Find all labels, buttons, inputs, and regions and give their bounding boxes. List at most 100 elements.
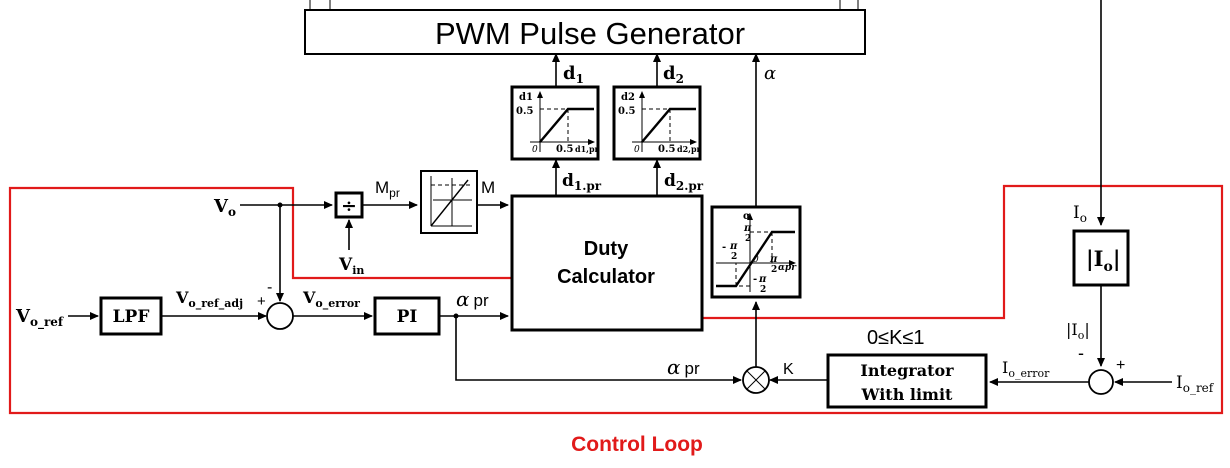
signals-alpha-pr-top: α bbox=[456, 287, 470, 311]
pwm-pulse-generator-block: PWM Pulse Generator bbox=[304, 0, 866, 55]
insets-alpha-plot-two: 2 bbox=[760, 285, 766, 295]
signals-mpr-sub: pr bbox=[389, 186, 400, 200]
d2-limiter-plot: d2 0.5 0 0.5 d2,pr bbox=[612, 85, 702, 161]
insets-alpha-plot-two: 2 bbox=[731, 252, 737, 262]
k-label: K bbox=[783, 361, 794, 378]
io-summing-junction bbox=[1088, 369, 1114, 395]
insets-alpha-plot-pi2: π bbox=[729, 241, 738, 252]
signals-d1-sub: 1 bbox=[576, 72, 584, 86]
vo-error-label: Vo_error bbox=[302, 288, 360, 311]
signals-io-ref: I bbox=[1176, 373, 1183, 393]
insets-alpha-plot-two: 2 bbox=[771, 265, 777, 275]
insets-d1-plot-y-label: d1 bbox=[519, 92, 533, 103]
io-sum-minus-sign: - bbox=[1078, 343, 1084, 363]
pwm-label: PWM Pulse Generator bbox=[435, 16, 745, 51]
insets-d2-plot-y-tick: 0.5 bbox=[618, 106, 635, 117]
signals-io-abs: |I bbox=[1066, 320, 1078, 339]
m-limiter-plot bbox=[420, 170, 478, 234]
blocks-abs-io-sub: o bbox=[1103, 259, 1112, 275]
signals-io-ref-sub: o_ref bbox=[1183, 381, 1215, 395]
lpf-block: LPF bbox=[99, 296, 163, 336]
blocks-integ-line2: With limit bbox=[861, 385, 954, 404]
signals-mpr: M bbox=[375, 178, 389, 197]
signals-d2: d bbox=[663, 63, 676, 84]
signals-vin-sub: in bbox=[352, 264, 364, 277]
vo-ref-label: Vo_ref bbox=[15, 306, 64, 330]
multiplier-junction bbox=[742, 366, 770, 394]
signals-alpha-pr-top-sub: pr bbox=[474, 291, 489, 310]
signals-io-abs-sub: o bbox=[1078, 329, 1085, 342]
insets-alpha-plot-neg-pi2: - bbox=[753, 274, 757, 285]
pi-block: PI bbox=[373, 296, 441, 336]
alpha-limiter-plot: α π 2 - π 2 0 π 2 αpr - π 2 bbox=[710, 205, 802, 299]
signals-vin: V bbox=[338, 255, 353, 275]
svg-text:|Io|: |Io| bbox=[1086, 246, 1120, 275]
m-label: M bbox=[481, 178, 495, 197]
signals-vo-ref-sub: o_ref bbox=[30, 315, 64, 330]
signals-vo-ref-adj: V bbox=[175, 288, 189, 307]
insets-alpha-plot-pi2: π bbox=[769, 254, 778, 265]
insets-alpha-plot-pi2: π bbox=[758, 274, 767, 285]
io-label: Io bbox=[1073, 203, 1087, 225]
insets-d1-plot-x-label: d1,pr bbox=[575, 144, 600, 154]
signals-io: I bbox=[1073, 203, 1080, 223]
mpr-label: Mpr bbox=[375, 178, 400, 200]
d1pr-label: d1.pr bbox=[562, 171, 602, 193]
d2pr-label: d2.pr bbox=[664, 171, 704, 193]
vo-ref-adj-label: Vo_ref_adj bbox=[175, 288, 243, 311]
insets-d2-plot-x-label: d2,pr bbox=[677, 144, 702, 154]
insets-alpha-plot-neg-pi2: - bbox=[722, 242, 726, 253]
blocks-duty-line2: Calculator bbox=[557, 266, 655, 288]
signals-vo-error-sub: o_error bbox=[315, 297, 360, 311]
io-ref-label: Io_ref bbox=[1176, 373, 1215, 395]
alpha-pr-to-mult-wire bbox=[455, 316, 742, 384]
vo-summing-junction bbox=[266, 302, 294, 330]
signals-d2pr-sub: 2.pr bbox=[676, 179, 704, 193]
integrator-with-limit-block: Integrator With limit bbox=[826, 353, 988, 409]
vin-label: Vin bbox=[338, 255, 364, 277]
insets-d2-plot-origin: 0 bbox=[634, 145, 640, 155]
io-sum-plus-sign: + bbox=[1116, 357, 1125, 374]
insets-alpha-plot-origin: 0 bbox=[753, 255, 759, 265]
blocks-abs-io: |I bbox=[1086, 246, 1103, 271]
insets-d1-plot-y-tick: 0.5 bbox=[516, 106, 533, 117]
control-loop-boundary bbox=[8, 184, 1224, 415]
insets-alpha-plot-two: 2 bbox=[745, 234, 751, 244]
vo-sum-minus-sign: - bbox=[267, 279, 272, 296]
signals-io-sub: o bbox=[1080, 211, 1087, 225]
signals-vo-sub: o bbox=[228, 205, 236, 219]
d2-label: d2 bbox=[663, 63, 684, 86]
signals-d1pr: d bbox=[562, 171, 574, 191]
signals-io-error: I bbox=[1002, 358, 1008, 377]
insets-d1-plot-origin: 0 bbox=[532, 145, 538, 155]
abs-io-signal-label: |Io| bbox=[1066, 320, 1090, 342]
alpha-plot-y-label: α bbox=[743, 211, 751, 222]
signals-vo-error: V bbox=[302, 288, 316, 307]
signals-d1pr-sub: 1.pr bbox=[574, 179, 602, 193]
signals-alpha-pr-bottom-sub: pr bbox=[685, 359, 700, 378]
signals-vo-ref: V bbox=[15, 306, 31, 327]
io-error-label: Io_error bbox=[1002, 358, 1050, 380]
signals-io-error-sub: o_error bbox=[1008, 367, 1050, 380]
signals-d2pr: d bbox=[664, 171, 676, 191]
blocks-duty-line1: Duty bbox=[584, 238, 629, 260]
insets-alpha-plot-x-label: αpr bbox=[778, 263, 797, 273]
d1-limiter-plot: d1 0.5 0 0.5 d1,pr bbox=[510, 85, 600, 161]
d1-label: d1 bbox=[563, 63, 584, 86]
blocks-abs-io-end: | bbox=[1113, 246, 1121, 271]
insets-d1-plot-x-tick: 0.5 bbox=[556, 144, 573, 155]
blocks-lpf: LPF bbox=[113, 307, 150, 327]
signals-d2-sub: 2 bbox=[676, 72, 684, 86]
vo-sum-plus-sign: + bbox=[257, 293, 266, 310]
alpha-label: α bbox=[764, 63, 776, 84]
blocks-divider: ÷ bbox=[341, 195, 357, 217]
insets-d2-plot-y-label: d2 bbox=[621, 92, 635, 103]
k-range-label: 0≤K≤1 bbox=[867, 327, 925, 349]
insets-alpha-plot-pi2: π bbox=[743, 223, 752, 234]
signals-vo-ref-adj-sub: o_ref_adj bbox=[188, 297, 243, 311]
vo-label: Vo bbox=[213, 196, 236, 219]
